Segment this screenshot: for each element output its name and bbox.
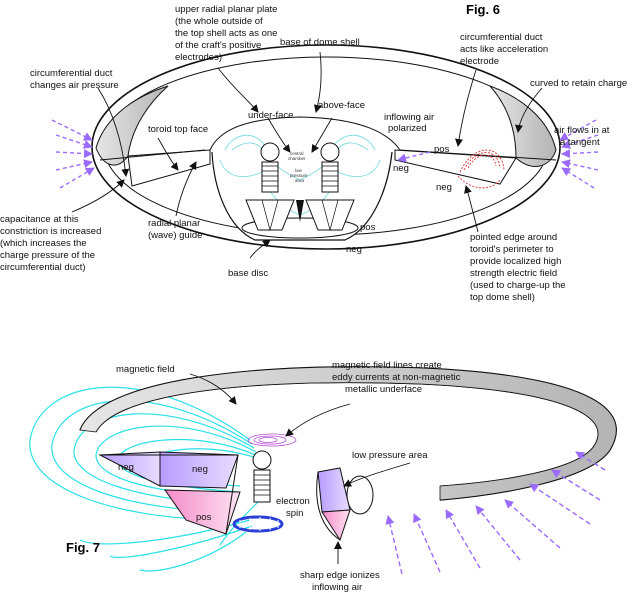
label-capacitance-3: (which increases the [0, 238, 87, 249]
label-capacitance-2: constriction is increased [0, 226, 101, 237]
fig6-charge-field [457, 149, 505, 189]
label-air-tangent-2: a tangent [560, 137, 600, 148]
fig6-toroid-top-right [394, 149, 517, 185]
label-upper-plate-5: electrodes) [175, 52, 222, 63]
label-base-dome: base of dome shell [280, 37, 360, 48]
label-pointed-3: provide localized high [470, 256, 561, 267]
label-magnetic-field: magnetic field [116, 364, 175, 375]
label-sharp-2: inflowing air [312, 582, 362, 593]
fig7-central-coil [252, 450, 272, 503]
label-pos-bottom: pos [360, 222, 376, 233]
fig6-plane-left [99, 149, 206, 161]
label-pos-right: pos [434, 144, 450, 155]
label-pos: pos [196, 512, 212, 523]
fig6-air-arrows-left [51, 119, 95, 189]
label-base-disc: base disc [228, 268, 268, 279]
label-curved: curved to retain charge [530, 78, 627, 89]
label-upper-plate-2: (the whole outside of [175, 16, 263, 27]
label-above-face: above-face [318, 100, 365, 111]
fig6-dome-base [209, 116, 401, 151]
fig6-left-duct [95, 85, 169, 166]
fig6-title: Fig. 6 [466, 2, 500, 17]
label-neg-left: neg [393, 163, 409, 174]
label-inflowing-2: polarized [388, 123, 427, 134]
fig7-labels: magnetic field magnetic field lines crea… [66, 360, 461, 593]
label-central-1: central [290, 151, 304, 156]
fig6-left-coil [245, 142, 295, 232]
fig6-right-coil [305, 142, 355, 232]
label-inflowing-1: inflowing air [384, 112, 434, 123]
label-air-tangent-1: air flows in at [554, 125, 610, 136]
label-neg-right: neg [436, 182, 452, 193]
fig7-right-neg [317, 467, 351, 513]
fig7-tube-end [346, 475, 374, 515]
fig7-right-blade [316, 471, 341, 541]
label-electron-1: electron [276, 496, 310, 507]
label-eddy-3: metallic underface [345, 384, 422, 395]
label-radial-guide-1: radial planar [148, 218, 200, 229]
fig7-drawing [29, 366, 617, 575]
label-lowp-3: area [295, 178, 305, 183]
fig6-air-arrows-right [397, 119, 599, 189]
label-upper-plate-3: the top shell acts as one [175, 28, 277, 39]
label-neg-bottom: neg [346, 244, 362, 255]
fig6-leader-lines [71, 51, 543, 259]
label-eddy-1: magnetic field lines create [332, 360, 442, 371]
label-neg-2: neg [192, 464, 208, 475]
label-capacitance-5: circumferential duct) [0, 262, 86, 273]
label-under-face: under-face [248, 110, 293, 121]
fig7-eddy-loops [247, 433, 297, 447]
label-pointed-5: (used to charge-up the [470, 280, 566, 291]
fig7-blade-outline [100, 454, 239, 535]
label-upper-plate-1: upper radial planar plate [175, 4, 277, 15]
label-neg-1: neg [118, 462, 134, 473]
label-pointed-6: top dome shell) [470, 292, 535, 303]
fig7-leader-lines [189, 373, 411, 565]
label-duct-pressure-1: circumferential duct [30, 68, 113, 79]
label-pointed-1: pointed edge around [470, 232, 557, 243]
label-eddy-2: eddy currents at non-magnetic [332, 372, 461, 383]
label-duct-accel-3: electrode [460, 56, 499, 67]
label-duct-accel-2: acts like acceleration [460, 44, 548, 55]
label-duct-pressure-2: changes air pressure [30, 80, 119, 91]
fig6-center-spike [296, 200, 304, 222]
fig7-gray-duct [79, 366, 617, 501]
label-duct-accel-1: circumferential duct [460, 32, 543, 43]
label-capacitance-4: charge pressure of the [0, 250, 95, 261]
label-pointed-2: toroid's perimeter to [470, 244, 554, 255]
fig6-toroid-top-left [127, 149, 211, 187]
fig7-electron-spin-ring [232, 515, 284, 533]
label-electron-2: spin [286, 508, 303, 519]
label-toroid-top: toroid top face [148, 124, 208, 135]
fig7-right-pos [321, 509, 351, 542]
label-lowp-2: pressure [290, 173, 308, 178]
label-capacitance-1: capacitance at this [0, 214, 79, 225]
fig7-air-arrows [385, 451, 606, 575]
label-lowp-1: low [295, 168, 303, 173]
fig7-neg-region-2 [159, 451, 239, 489]
label-central-2: chamber [288, 156, 306, 161]
label-pointed-4: strength electric field [470, 268, 557, 279]
fig6-right-duct [489, 85, 557, 167]
label-upper-plate-4: of the craft's positive [175, 40, 261, 51]
fig6-plane-right [399, 149, 557, 161]
fig7-title: Fig. 7 [66, 540, 100, 555]
fig6-drawing [51, 44, 599, 259]
label-low-pressure: low pressure area [352, 450, 428, 461]
fig7-spin-ticks [239, 517, 279, 531]
label-sharp-1: sharp edge ionizes [300, 570, 380, 581]
label-radial-guide-2: (wave) guide [148, 230, 202, 241]
fig6-labels: Fig. 6 upper radial planar plate (the wh… [0, 2, 627, 303]
